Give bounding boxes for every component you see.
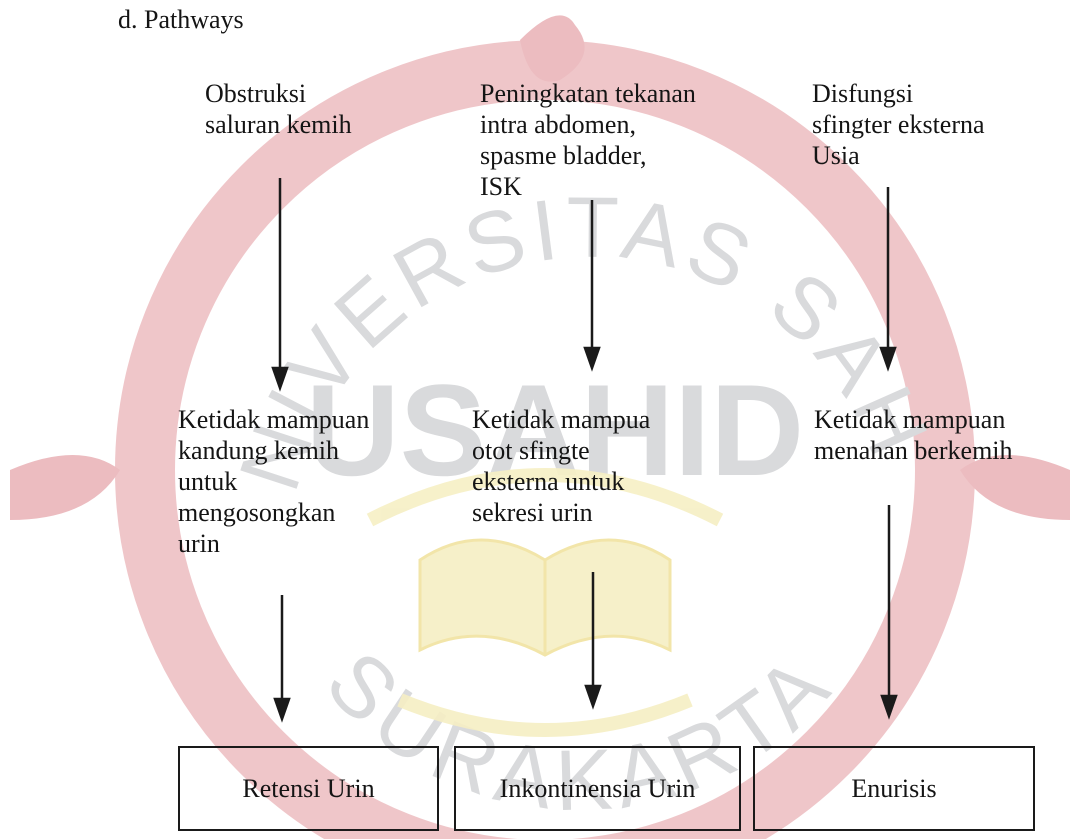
- outcome-box-enuresis: Enurisis: [753, 746, 1035, 831]
- cause-obstruction: Obstruksi saluran kemih: [205, 79, 352, 139]
- seal-flame: [520, 15, 585, 82]
- arrow-head-condition-1: [273, 697, 291, 723]
- arrow-head-condition-2: [584, 684, 602, 710]
- outcome-box-retention: Retensi Urin: [178, 746, 439, 831]
- outcome-label-incontinence: Inkontinensia Urin: [499, 774, 696, 803]
- cause-abdominal-pressure: Peningkatan tekanan intra abdomen, spasm…: [480, 79, 696, 201]
- arrow-head-cause-1: [271, 366, 289, 392]
- outcome-label-enuresis: Enurisis: [851, 774, 937, 803]
- cause-sphincter-dysfunction: Disfungsi sfingter eksterna Usia: [812, 79, 985, 170]
- arrow-head-cause-3: [879, 346, 897, 372]
- outcome-label-retention: Retensi Urin: [242, 774, 375, 803]
- seal-left-flame: [10, 455, 120, 520]
- condition-sphincter-control: Ketidak mampua otot sfingte eksterna unt…: [472, 405, 651, 527]
- arrow-head-condition-3: [880, 694, 898, 720]
- outcome-box-incontinence: Inkontinensia Urin: [454, 746, 741, 831]
- condition-bladder-emptying: Ketidak mampuan kandung kemih untuk meng…: [178, 405, 370, 558]
- seal-right-flame: [960, 455, 1070, 520]
- condition-urine-holding: Ketidak mampuan menahan berkemih: [814, 405, 1013, 465]
- arrow-head-cause-2: [583, 346, 601, 372]
- section-heading: d. Pathways: [118, 5, 244, 34]
- open-book-emblem: [366, 468, 724, 737]
